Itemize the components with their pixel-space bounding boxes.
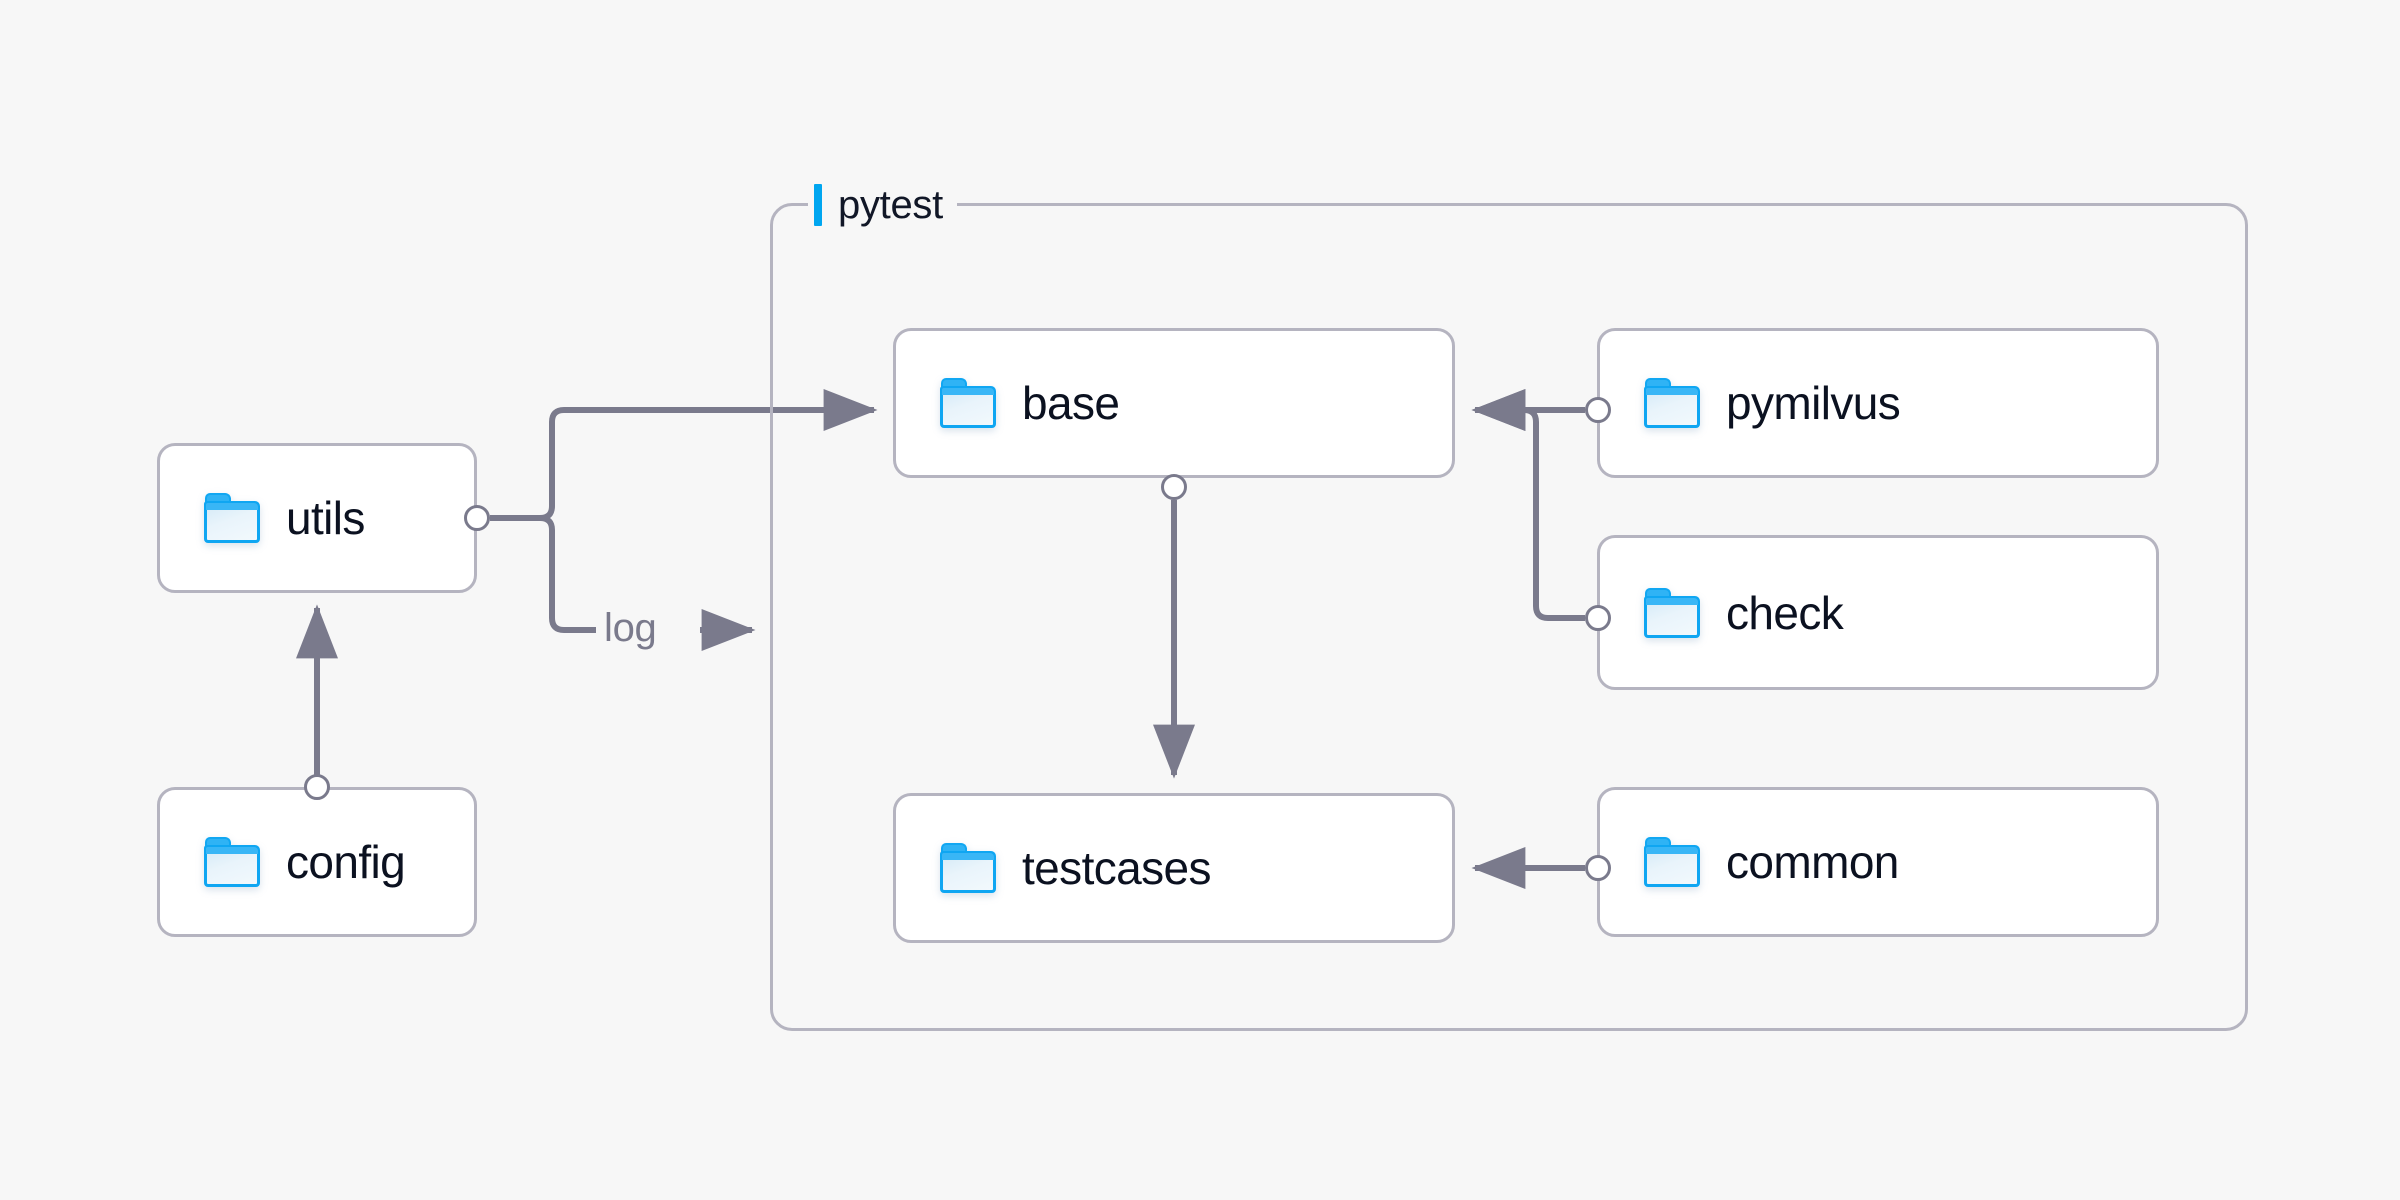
folder-icon <box>204 493 260 543</box>
node-config-label: config <box>286 836 406 888</box>
node-pymilvus[interactable]: pymilvus <box>1597 328 2159 478</box>
folder-icon <box>1644 837 1700 887</box>
port-base-bottom[interactable] <box>1161 474 1187 500</box>
port-utils-right[interactable] <box>464 505 490 531</box>
node-base[interactable]: base <box>893 328 1455 478</box>
folder-icon <box>204 837 260 887</box>
folder-icon <box>1644 587 1700 638</box>
node-utils[interactable]: utils <box>157 443 477 593</box>
node-common[interactable]: common <box>1597 787 2159 937</box>
group-title-text: pytest <box>838 183 943 227</box>
node-base-label: base <box>1022 377 1120 429</box>
group-pytest[interactable] <box>770 203 2248 1031</box>
edge-utils-log <box>528 515 596 633</box>
node-testcases[interactable]: testcases <box>893 793 1455 943</box>
node-testcases-label: testcases <box>1022 842 1212 894</box>
group-accent-bar <box>814 184 822 226</box>
port-common-left[interactable] <box>1585 855 1611 881</box>
node-config[interactable]: config <box>157 787 477 937</box>
folder-icon <box>940 378 996 428</box>
node-check[interactable]: check <box>1597 535 2159 690</box>
folder-icon <box>940 843 996 893</box>
edge-label-log: log <box>604 606 657 650</box>
port-check-left[interactable] <box>1585 605 1611 631</box>
folder-icon <box>1644 378 1700 428</box>
node-pymilvus-label: pymilvus <box>1726 377 1901 429</box>
port-pymilvus-left[interactable] <box>1585 397 1611 423</box>
node-utils-label: utils <box>286 492 365 544</box>
node-common-label: common <box>1726 836 1899 888</box>
port-config-top[interactable] <box>304 774 330 800</box>
group-pytest-label: pytest <box>808 182 957 228</box>
node-check-label: check <box>1726 586 1844 639</box>
